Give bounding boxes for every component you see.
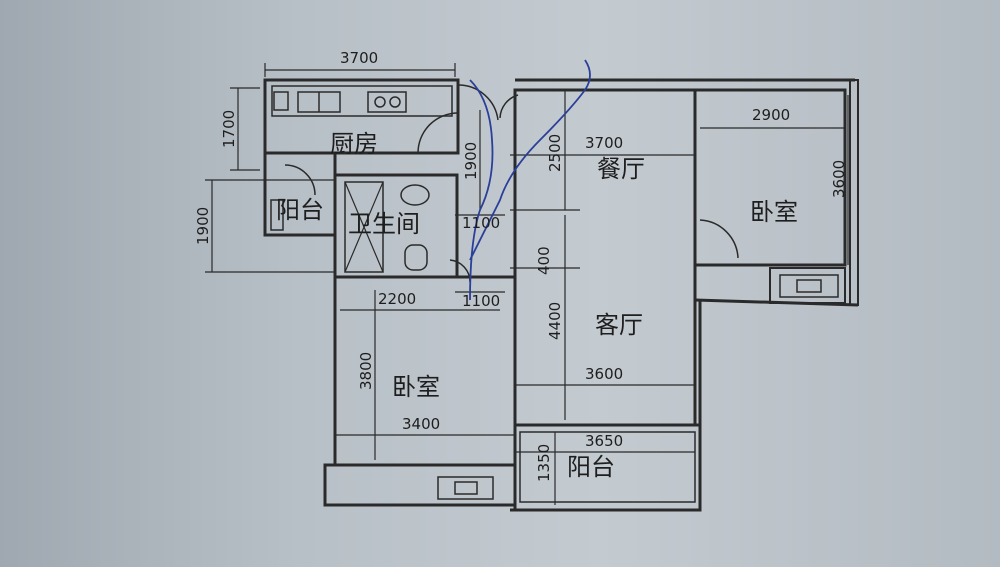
dim-balcony-depth: 1350 [535,444,553,482]
dim-dining-height: 2500 [546,134,564,172]
ac-unit-icon [779,274,839,298]
ac-unit-icon [437,476,494,500]
room-labels: 厨房 阳台 卫生间 餐厅 卧室 客厅 卧室 阳台 [276,130,798,481]
doors [284,84,739,283]
dim-bedroom-left-width-top: 2200 [378,290,416,308]
room-balcony-small: 阳台 [276,196,324,224]
room-dining: 餐厅 [597,155,645,183]
room-bedroom-right: 卧室 [750,198,798,226]
stove-icon [367,91,407,113]
dim-bedroom-right-width: 2900 [752,106,790,124]
dim-bath-door-1: 1100 [462,214,500,232]
dim-bedroom-left-width: 3400 [402,415,440,433]
dimension-labels: 3700 1700 1900 1900 1100 1100 2500 3700 … [194,49,848,482]
room-bedroom-left: 卧室 [392,373,440,401]
dim-bedroom-right-height: 3600 [830,160,848,198]
dim-bathroom-height: 1900 [462,142,480,180]
dim-bath-door-2: 1100 [462,292,500,310]
dim-balcony-height: 1900 [194,207,212,245]
toilet-icon [404,244,428,271]
fridge-icon [273,91,289,111]
dim-dining-width: 3700 [585,134,623,152]
room-balcony-bottom: 阳台 [567,453,615,481]
room-kitchen: 厨房 [330,130,378,158]
room-living: 客厅 [595,311,643,339]
walls [263,78,859,512]
dim-kitchen-height: 1700 [220,110,238,148]
dim-small-400: 400 [535,246,553,275]
dim-living-height: 4400 [546,302,564,340]
dim-living-width: 3600 [585,365,623,383]
room-bathroom: 卫生间 [348,210,420,238]
fixtures [273,91,839,500]
dimension-lines [205,63,849,505]
washbasin-icon [400,184,430,206]
dim-kitchen-width: 3700 [340,49,378,67]
pen-marks [469,59,591,301]
dim-balcony-width: 3650 [585,432,623,450]
dim-bedroom-left-height: 3800 [357,352,375,390]
